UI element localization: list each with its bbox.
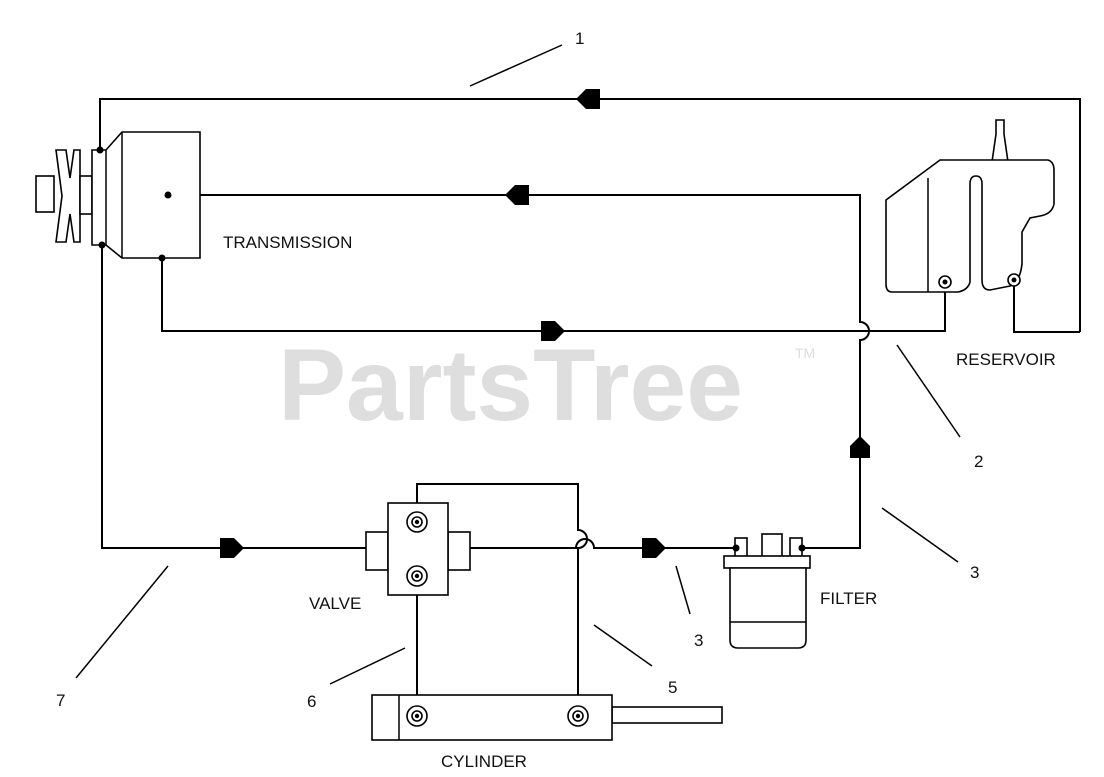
callout-7: 7 bbox=[56, 691, 65, 710]
valve-label: VALVE bbox=[309, 594, 361, 613]
valve-left-spool bbox=[365, 531, 389, 571]
pulley-shaft bbox=[35, 175, 55, 213]
transmission-label: TRANSMISSION bbox=[223, 233, 352, 252]
transmission-port-bottom-right bbox=[158, 254, 166, 262]
transmission: TRANSMISSION bbox=[35, 131, 352, 262]
callout-3b-leader bbox=[675, 565, 691, 615]
flow-arrow-right-return bbox=[541, 321, 565, 341]
filter-canister bbox=[729, 567, 807, 649]
filter: FILTER bbox=[723, 533, 877, 649]
reservoir: RESERVOIR bbox=[885, 119, 1056, 369]
reservoir-tank bbox=[885, 159, 1055, 293]
callout-5-leader bbox=[593, 624, 653, 667]
pulley-hub bbox=[79, 175, 93, 215]
flow-arrow-right-filter-in bbox=[642, 538, 666, 558]
flow-arrow-right-valve-in bbox=[220, 538, 244, 558]
reservoir-outlet-line bbox=[1013, 280, 1080, 333]
cylinder-label: CYLINDER bbox=[441, 752, 527, 771]
callout-6: 6 bbox=[307, 692, 316, 711]
cylinder: CYLINDER bbox=[371, 694, 723, 771]
callout-3a: 3 bbox=[970, 563, 979, 582]
callouts: 1 2 3 3 5 6 7 bbox=[56, 29, 983, 711]
callout-3a-leader bbox=[881, 507, 959, 563]
transmission-housing bbox=[91, 131, 201, 259]
filter-label: FILTER bbox=[820, 589, 877, 608]
callout-1: 1 bbox=[575, 29, 584, 48]
callout-5: 5 bbox=[668, 678, 677, 697]
hose-5 bbox=[416, 483, 588, 715]
callout-2: 2 bbox=[974, 452, 983, 471]
callout-7-leader bbox=[75, 565, 169, 679]
transmission-to-reservoir-line bbox=[161, 258, 946, 332]
valve-right-spool bbox=[447, 531, 471, 571]
callout-3b: 3 bbox=[694, 631, 703, 650]
pulley bbox=[55, 149, 81, 243]
flow-arrow-left-mid bbox=[505, 185, 529, 205]
watermark-text: PartsTree bbox=[278, 328, 743, 442]
flow-arrows bbox=[220, 89, 870, 558]
filter-head bbox=[723, 555, 811, 569]
reservoir-filler-neck bbox=[991, 119, 1009, 163]
hose-3 bbox=[470, 538, 736, 549]
watermark-trademark: TM bbox=[795, 345, 815, 361]
callout-1-leader bbox=[469, 44, 563, 87]
flow-arrow-left-top bbox=[576, 89, 600, 109]
reservoir-label: RESERVOIR bbox=[956, 350, 1056, 369]
callout-2-leader bbox=[896, 344, 961, 438]
flow-arrow-up bbox=[850, 436, 870, 458]
cylinder-rod bbox=[611, 706, 723, 724]
transmission-port-top bbox=[96, 146, 104, 154]
transmission-port-middle bbox=[164, 191, 172, 199]
valve: VALVE bbox=[309, 502, 471, 613]
watermark: PartsTree TM bbox=[278, 328, 815, 442]
callout-6-leader bbox=[329, 647, 406, 685]
filter-fitting-center bbox=[761, 533, 783, 559]
hose-7 bbox=[101, 245, 366, 549]
transmission-port-bottom-left bbox=[98, 241, 106, 249]
